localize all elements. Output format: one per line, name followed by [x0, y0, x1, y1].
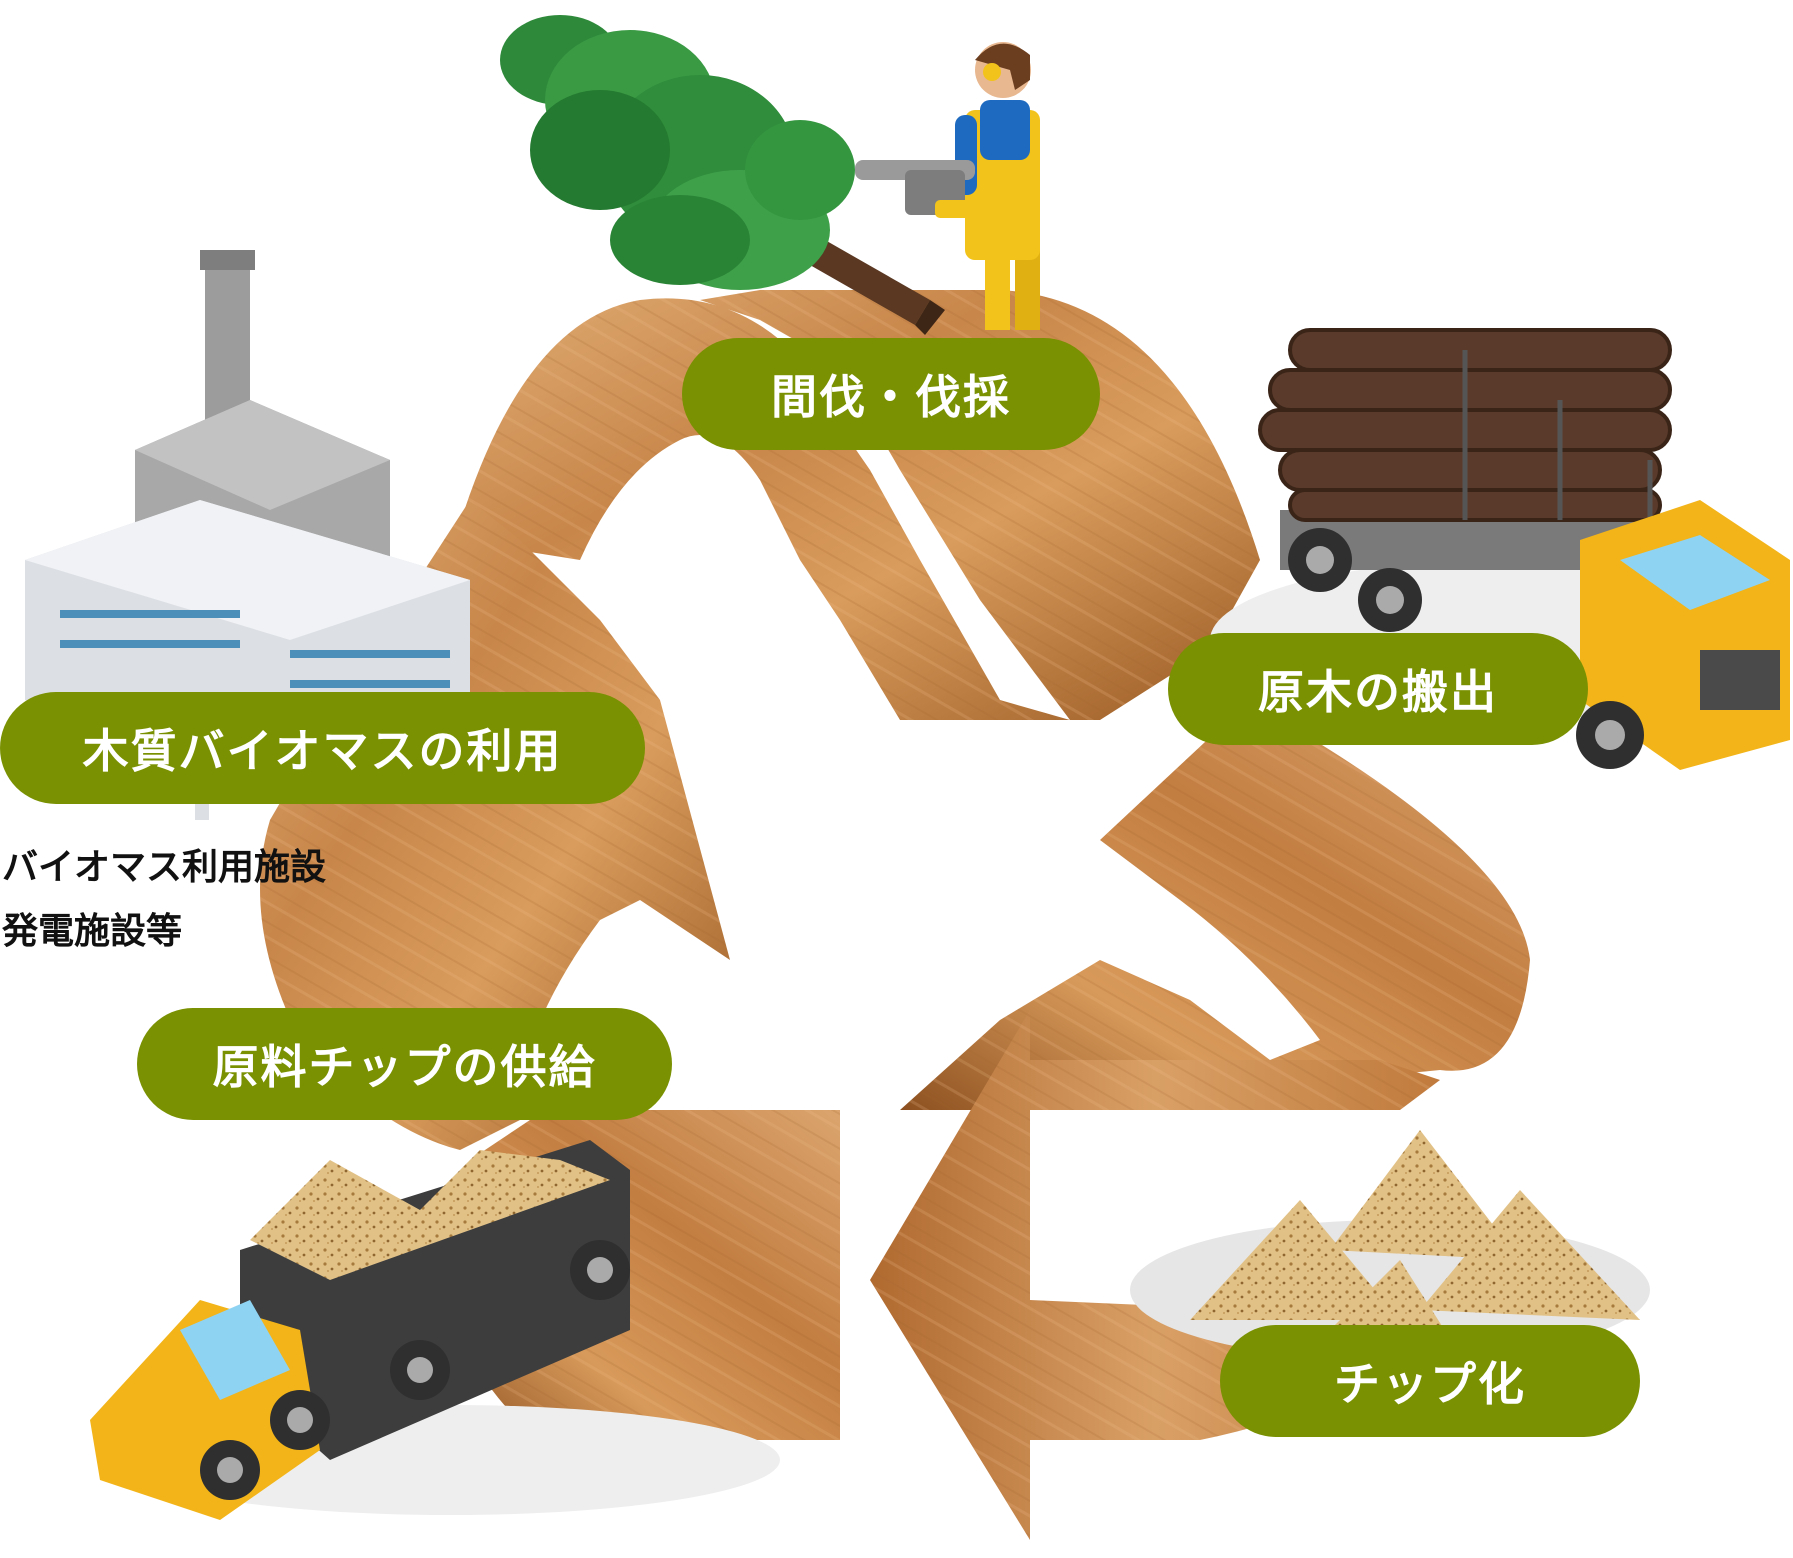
step-supply-label: 原料チップの供給 — [137, 1008, 672, 1120]
step-chipping-label: チップ化 — [1220, 1325, 1640, 1437]
chainsaw-worker-icon — [855, 42, 1040, 330]
step-felling-label: 間伐・伐採 — [682, 338, 1100, 450]
facility-note-line1: バイオマス利用施設 — [2, 847, 327, 888]
falling-tree-icon — [500, 15, 945, 335]
facility-note-line2: 発電施設等 — [2, 911, 183, 952]
chip-dump-truck-icon — [90, 1140, 780, 1520]
step-biomass-label: 木質バイオマスの利用 — [0, 692, 645, 804]
step-transport-label: 原木の搬出 — [1168, 633, 1588, 745]
cycle-arrow-right — [900, 700, 1530, 1110]
